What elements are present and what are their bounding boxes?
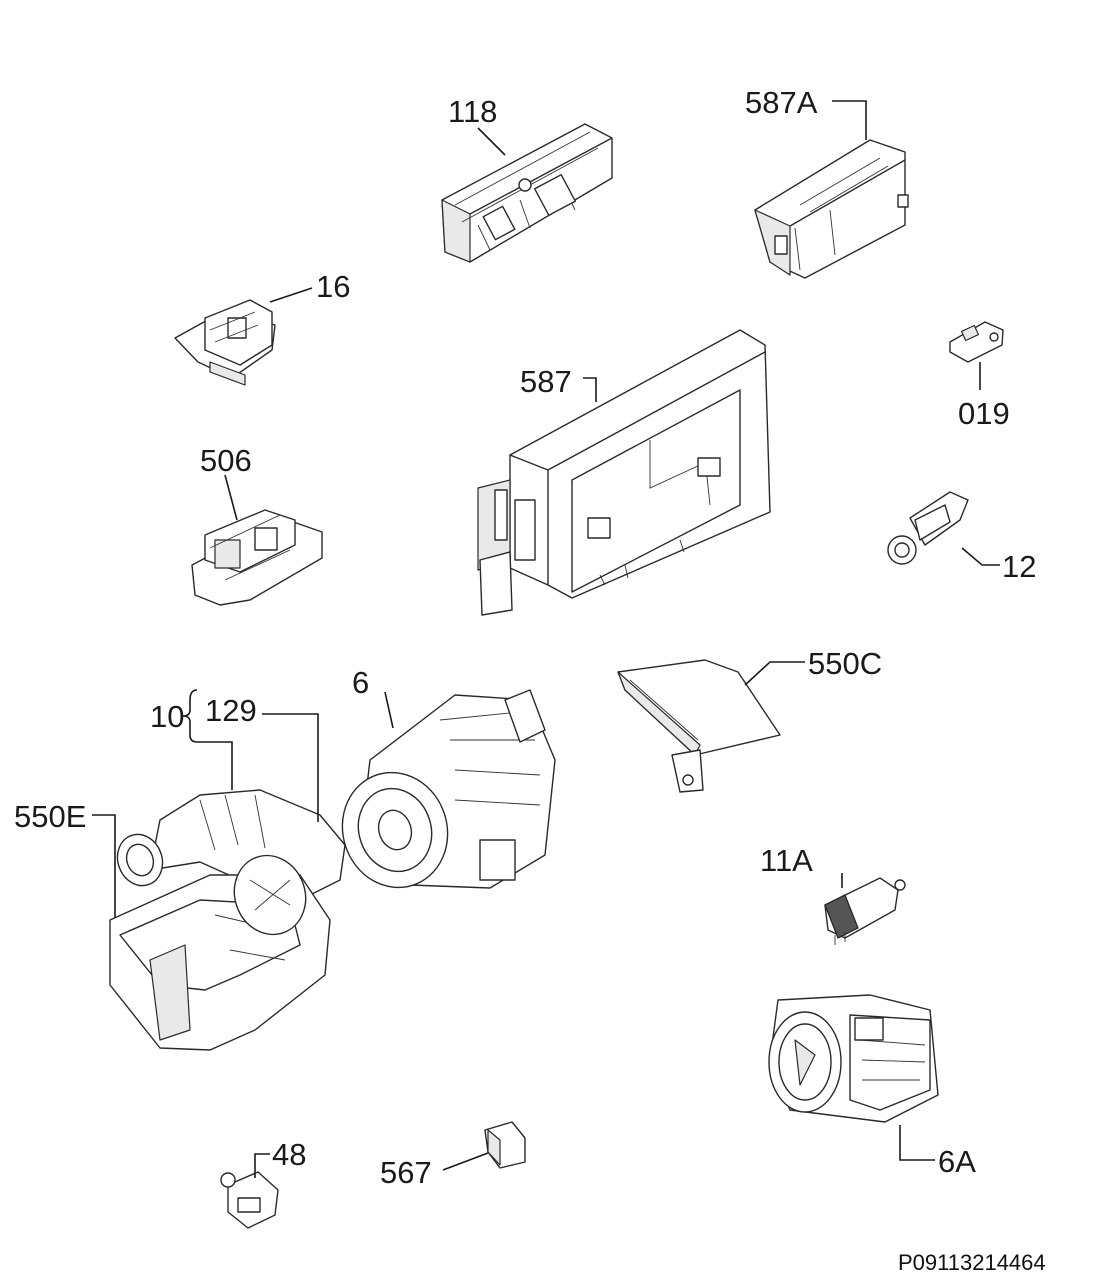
leader-6a [899, 1125, 935, 1161]
label-10: 10 [150, 699, 184, 734]
label-019: 019 [958, 396, 1010, 431]
label-118: 118 [448, 94, 497, 129]
part-16-door-lock [174, 299, 276, 386]
label-11a: 11A [760, 843, 813, 878]
part-118-control-board [441, 123, 613, 263]
label-587a: 587A [745, 85, 818, 120]
leader-118 [477, 127, 506, 156]
label-550e: 550E [14, 799, 86, 834]
leader-587a [832, 100, 867, 140]
label-587: 587 [520, 364, 572, 399]
label-567: 567 [380, 1155, 432, 1190]
leader-10 [197, 741, 233, 790]
part-12-sensor [887, 491, 969, 565]
part-550c-cover [617, 659, 781, 793]
part-506-bracket [191, 509, 323, 606]
leader-12 [961, 547, 1000, 566]
label-48: 48 [272, 1137, 306, 1172]
label-129: 129 [205, 693, 257, 728]
label-6: 6 [352, 665, 369, 700]
diagram-code: P09113214464 [898, 1250, 1046, 1275]
part-587-main-module [477, 329, 771, 616]
part-019-connector [949, 321, 1004, 363]
part-6a-drain-pump [768, 994, 939, 1123]
part-567-clip [484, 1121, 526, 1169]
leader-550e [92, 814, 116, 918]
leader-587 [583, 377, 597, 402]
part-6-circulation-pump [341, 689, 556, 889]
label-550c: 550C [808, 646, 882, 681]
label-506: 506 [200, 443, 252, 478]
label-6a: 6A [938, 1144, 976, 1179]
leader-16 [269, 287, 313, 303]
leader-48 [254, 1153, 270, 1178]
leader-506 [224, 474, 238, 521]
part-550e-housing [109, 854, 331, 1051]
part-11a-motor [824, 877, 906, 945]
leader-129 [262, 713, 319, 822]
leader-567 [442, 1152, 489, 1171]
bracket-10 [182, 689, 198, 743]
leader-6 [384, 691, 394, 729]
leader-550c [744, 661, 805, 686]
part-587a-module [754, 139, 909, 279]
label-16: 16 [316, 269, 350, 304]
label-12: 12 [1002, 549, 1036, 584]
part-48-valve [220, 1171, 279, 1229]
